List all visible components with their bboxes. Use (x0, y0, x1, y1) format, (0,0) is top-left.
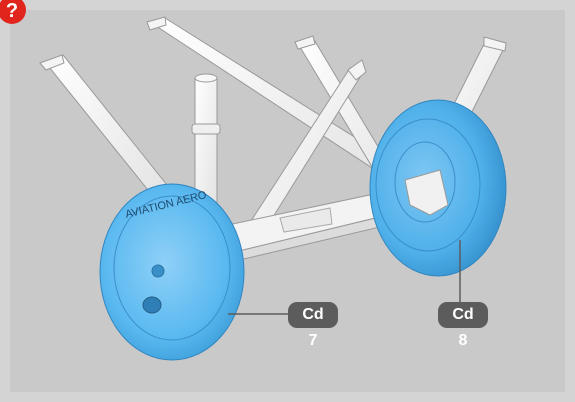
right-hub-fitting (404, 169, 449, 216)
vertical-post (191, 73, 221, 209)
rear-strut-left (39, 54, 176, 206)
callout-cd7: Cd 7 (288, 302, 338, 349)
left-wheel: AVIATION AERO (99, 183, 245, 361)
question-badge-icon[interactable]: ? (0, 0, 28, 26)
question-glyph: ? (6, 0, 18, 22)
callout-cd8: Cd 8 (438, 302, 488, 349)
